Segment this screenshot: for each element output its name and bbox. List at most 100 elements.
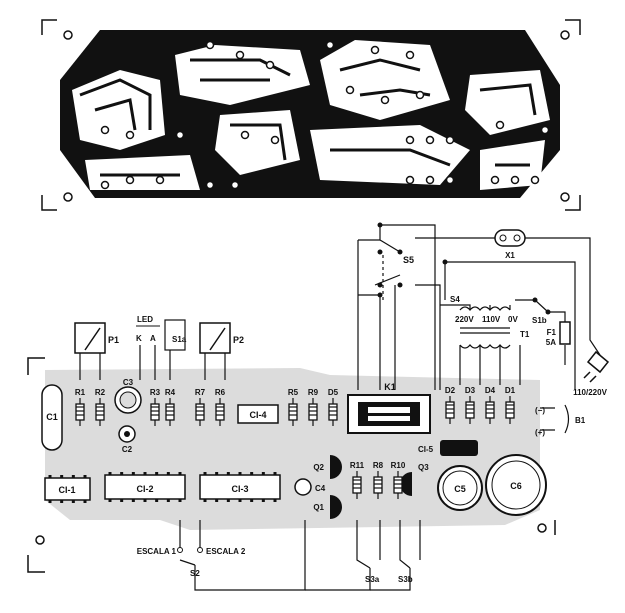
- d4-label: D4: [485, 386, 496, 395]
- resistor-d3: D3: [465, 386, 476, 424]
- s1a-label: S1a: [172, 335, 187, 344]
- ci3-label: CI-3: [231, 484, 248, 494]
- resistor-r2: R2: [95, 388, 106, 426]
- resistor-r8: R8: [373, 461, 384, 499]
- d2-label: D2: [445, 386, 456, 395]
- ci2-label: CI-2: [136, 484, 153, 494]
- mount-hole: [560, 192, 570, 202]
- mount-hole: [63, 192, 73, 202]
- s2-label: S2: [190, 569, 200, 578]
- resistor-r4: R4: [165, 388, 176, 426]
- pos-label: (+): [535, 428, 545, 437]
- mount-hole: [35, 535, 45, 545]
- s1b-label: S1b: [532, 316, 547, 325]
- r4-label: R4: [165, 388, 176, 397]
- mains-plug-icon: [583, 350, 610, 383]
- resistor-r1: R1: [75, 388, 86, 426]
- s3b-label: S3b: [398, 575, 413, 584]
- c2-label: C2: [122, 445, 133, 454]
- ci5-label: CI-5: [418, 445, 434, 454]
- c6-label: C6: [510, 481, 522, 491]
- resistor-d4: D4: [485, 386, 496, 424]
- s3a-label: S3a: [365, 575, 380, 584]
- transformer-t1: [459, 306, 511, 349]
- corner-mark: [565, 19, 581, 35]
- q2-label: Q2: [313, 463, 324, 472]
- transistor-q2: [330, 455, 342, 479]
- led-k-label: K: [136, 334, 142, 343]
- f1-rating-label: 5A: [546, 338, 556, 347]
- escala1-label: ESCALA 1: [137, 547, 177, 556]
- power-wiring: [357, 224, 601, 390]
- q3-label: Q3: [418, 463, 429, 472]
- resistor-row-middle: R5 R9 D5: [288, 388, 339, 426]
- c5-label: C5: [454, 484, 466, 494]
- d5-label: D5: [328, 388, 339, 397]
- corner-mark: [41, 19, 57, 35]
- neg-label: (−): [535, 406, 545, 415]
- copper-void: [320, 40, 450, 120]
- mount-hole: [560, 30, 570, 40]
- v0-label: 0V: [508, 315, 518, 324]
- resistor-r5: R5: [288, 388, 299, 426]
- r3-label: R3: [150, 388, 161, 397]
- resistor-r6: R6: [215, 388, 226, 426]
- s4-label: S4: [450, 295, 460, 304]
- r8-label: R8: [373, 461, 384, 470]
- r11-label: R11: [350, 461, 365, 470]
- ic-ci5: [440, 440, 478, 456]
- corner-mark: [27, 555, 45, 573]
- ic-ci1: [44, 477, 91, 501]
- q1-label: Q1: [313, 503, 324, 512]
- c3-label: C3: [123, 378, 134, 387]
- mains-label: 110/220V: [573, 388, 607, 397]
- corner-mark: [41, 195, 57, 211]
- r10-label: R10: [391, 461, 406, 470]
- d3-label: D3: [465, 386, 476, 395]
- pot-p2: [199, 322, 231, 354]
- ci1-label: CI-1: [58, 485, 75, 495]
- copper-void: [85, 155, 200, 190]
- s5-label: S5: [403, 255, 414, 265]
- led-label: LED: [137, 315, 153, 324]
- v110-label: 110V: [482, 315, 501, 324]
- r9-label: R9: [308, 388, 319, 397]
- f1-label: F1: [547, 328, 557, 337]
- fuse-f1: [559, 321, 571, 345]
- r7-label: R7: [195, 388, 206, 397]
- resistor-d2: D2: [445, 386, 456, 424]
- x1-label: X1: [505, 251, 515, 260]
- p1-label: P1: [108, 335, 119, 345]
- relay-k1-body: [358, 402, 420, 426]
- p2-label: P2: [233, 335, 244, 345]
- pcb-copper-layout: [41, 19, 581, 211]
- switch-s1a-body: [164, 319, 186, 351]
- resistor-row-lower: R11 R8 R10: [350, 461, 406, 499]
- corner-mark: [27, 357, 45, 375]
- ci4-label: CI-4: [249, 410, 266, 420]
- fuse-holder-x1: [494, 229, 526, 247]
- b1-bracket: [540, 404, 570, 434]
- capacitor-c6: [485, 454, 547, 516]
- c4-label: C4: [315, 484, 326, 493]
- resistor-r10: R10: [391, 461, 406, 499]
- resistor-row-left: R1 R2 R3 R4 R7 R6: [75, 388, 226, 426]
- escala2-label: ESCALA 2: [206, 547, 246, 556]
- diode-row-right: D2 D3 D4 D1: [445, 386, 516, 424]
- c1-label: C1: [46, 412, 58, 422]
- corner-mark: [565, 195, 581, 211]
- transistor-q3: [400, 472, 412, 496]
- resistor-r11: R11: [350, 461, 365, 499]
- resistor-r9: R9: [308, 388, 319, 426]
- b1-label: B1: [575, 416, 586, 425]
- ic-pins: [48, 472, 277, 503]
- ic-ci4: [237, 404, 279, 424]
- r5-label: R5: [288, 388, 299, 397]
- r1-label: R1: [75, 388, 86, 397]
- d1-label: D1: [505, 386, 516, 395]
- mount-hole: [63, 30, 73, 40]
- capacitor-c5: [437, 465, 483, 511]
